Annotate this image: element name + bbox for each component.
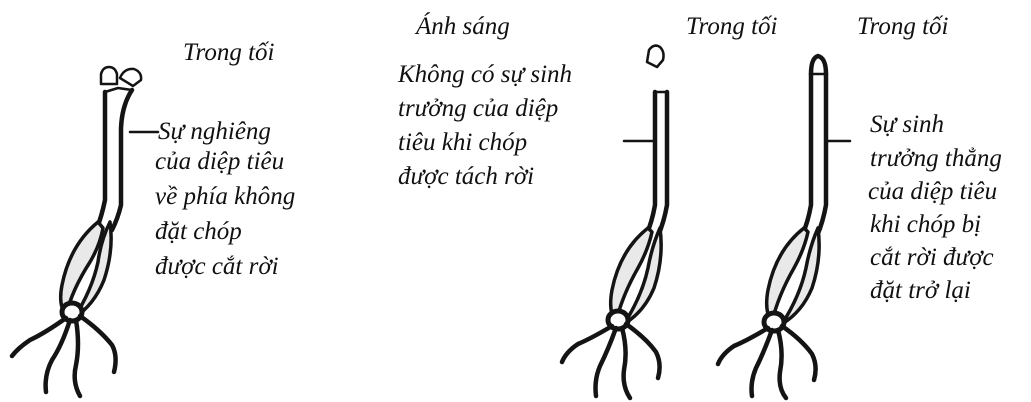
- seedling-3-root-4: [782, 326, 816, 380]
- panel-1-caption-line-1: Sự nghiêng: [158, 117, 271, 146]
- seedling-2-root-2: [596, 328, 617, 396]
- panel-1-caption-line-4: đặt chóp: [155, 217, 242, 246]
- seedling-1-coleoptile-left-edge: [97, 92, 105, 228]
- panel-4-caption-line-4: khi chóp bị: [870, 210, 981, 239]
- panel-4-caption-line-5: cắt rời được: [870, 243, 994, 272]
- seedling-2-removed-tip: [647, 46, 664, 67]
- seedling-3-tip: [811, 56, 826, 74]
- seedling-1-coleoptile-right-edge: [112, 90, 132, 230]
- panel-1-condition: Trong tối: [183, 38, 274, 67]
- seedling-3-coleoptile-left-edge: [802, 74, 811, 236]
- panel-4-caption-line-2: trưởng thẳng: [870, 144, 1002, 173]
- panel-2-caption-line-1: Không có sự sinh: [398, 60, 572, 89]
- panel-2-caption-line-2: trưởng của diệp: [398, 94, 558, 123]
- panel-2-condition: Ánh sáng: [416, 12, 510, 41]
- seedling-2-root-4: [626, 324, 660, 378]
- seedling-1-root-4: [80, 316, 116, 372]
- seedling-1-tip-right: [120, 69, 141, 86]
- panel-4-condition: Trong tối: [857, 12, 948, 41]
- seedling-2-coleoptile-right-edge: [658, 92, 667, 236]
- seedling-2-coleoptile-left-edge: [646, 92, 655, 236]
- panel-4-caption-line-3: của diệp tiêu: [868, 177, 997, 206]
- seedling-3-root-3: [778, 330, 786, 398]
- panel-1-caption-line-2: của diệp tiêu: [155, 147, 284, 176]
- panel-4-caption-line-1: Sự sinh: [870, 110, 944, 139]
- panel-2-caption-line-3: tiêu khi chóp: [398, 128, 527, 157]
- seedling-1-bent-coleoptile: [12, 67, 158, 396]
- seedling-3-root-2: [752, 330, 773, 396]
- panel-1-caption-line-3: về phía không: [155, 182, 295, 211]
- seedling-1-tip-left: [101, 67, 117, 84]
- seedling-3-coleoptile-right-edge: [817, 74, 826, 236]
- panel-2-caption-line-4: được tách rời: [398, 162, 534, 191]
- seedling-2-tip-removed: [562, 46, 667, 398]
- panel-3-condition: Trong tối: [686, 12, 777, 41]
- panel-4-caption-line-6: đặt trở lại: [870, 276, 971, 305]
- seedling-1-top-cut: [105, 88, 132, 92]
- panel-1-caption-line-5: được cắt rời: [155, 252, 279, 281]
- seedling-1-root-3: [75, 320, 80, 396]
- seedling-3-tip-replaced: [718, 56, 850, 398]
- seedling-2-root-3: [622, 328, 630, 398]
